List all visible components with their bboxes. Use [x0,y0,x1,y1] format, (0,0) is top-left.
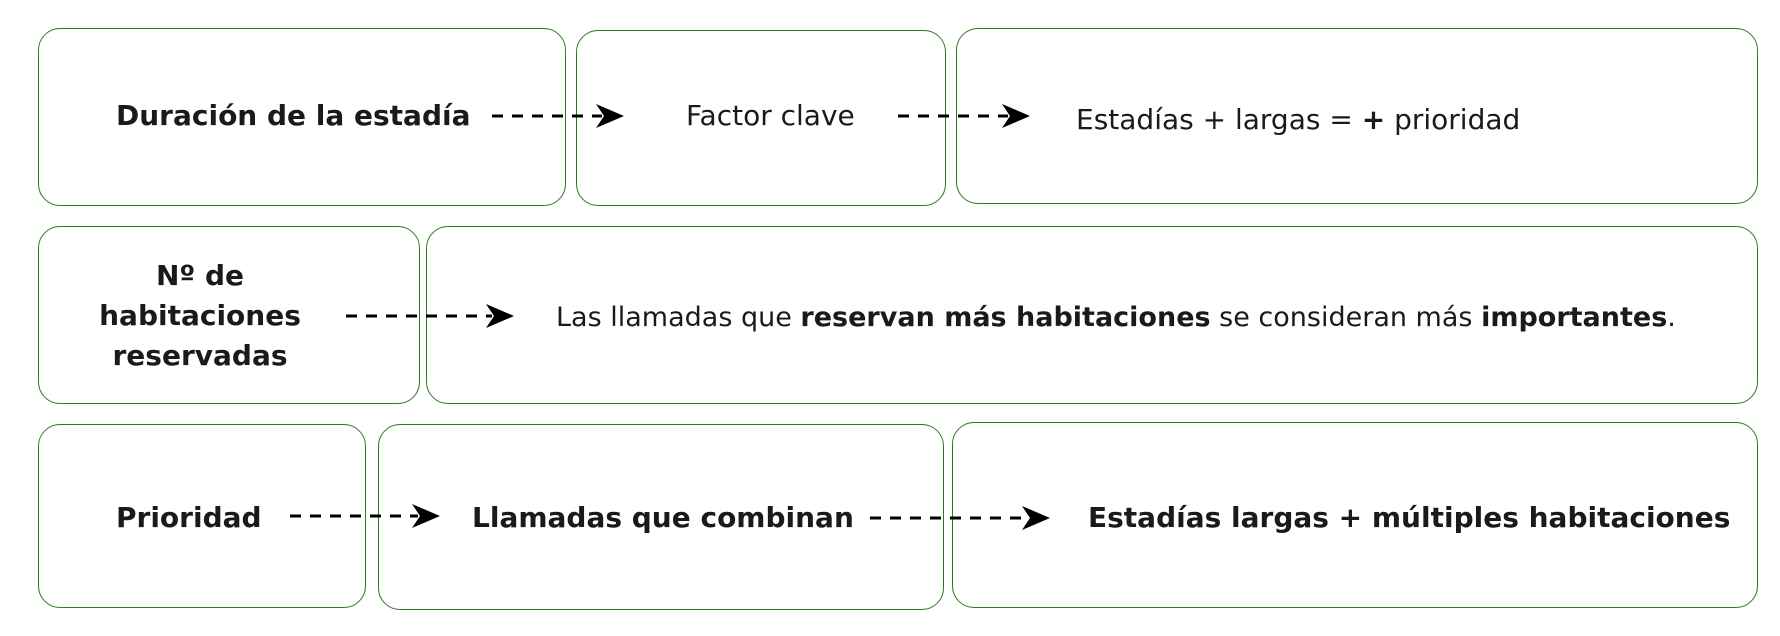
row1-box-2 [576,30,946,206]
row2-label-line3: reservadas [112,339,288,372]
row3-box-2 [378,424,944,610]
row1-result-part1: Estadías + largas = [1076,103,1362,136]
dashed-arrow-icon [898,104,1030,128]
row2-box-2 [426,226,1758,404]
row1-label-result: Estadías + largas = + prioridad [1076,100,1520,140]
dashed-arrow-icon [346,304,514,328]
row1-result-plus: + [1361,103,1386,136]
row3-label-priority: Prioridad [116,501,262,534]
row2-label-line1: Nº de [155,259,244,292]
row1-box-1 [38,28,566,206]
row2-label-rooms: Nº de habitaciones reservadas [60,256,340,376]
dashed-arrow-icon [290,504,440,528]
row2-desc-bold1: reservan más habitaciones [800,302,1211,333]
row3-label-combine: Llamadas que combinan [472,501,854,534]
row3-box-3 [952,422,1758,608]
dashed-arrow-icon [870,506,1050,530]
row2-desc-bold2: importantes [1481,302,1668,333]
row3-label-result: Estadías largas + múltiples habitaciones [1088,501,1731,534]
row1-label-key-factor: Factor clave [686,99,855,132]
row2-desc-part1: Las llamadas que [556,302,801,333]
dashed-arrow-icon [492,104,624,128]
row2-description: Las llamadas que reservan más habitacion… [556,298,1676,338]
row2-desc-part3: . [1667,302,1676,333]
row1-label-duration: Duración de la estadía [116,99,471,132]
row1-result-part2: prioridad [1385,103,1521,136]
row1-box-3 [956,28,1758,204]
row2-desc-part2: se consideran más [1210,302,1482,333]
row2-label-line2: habitaciones [99,299,301,332]
